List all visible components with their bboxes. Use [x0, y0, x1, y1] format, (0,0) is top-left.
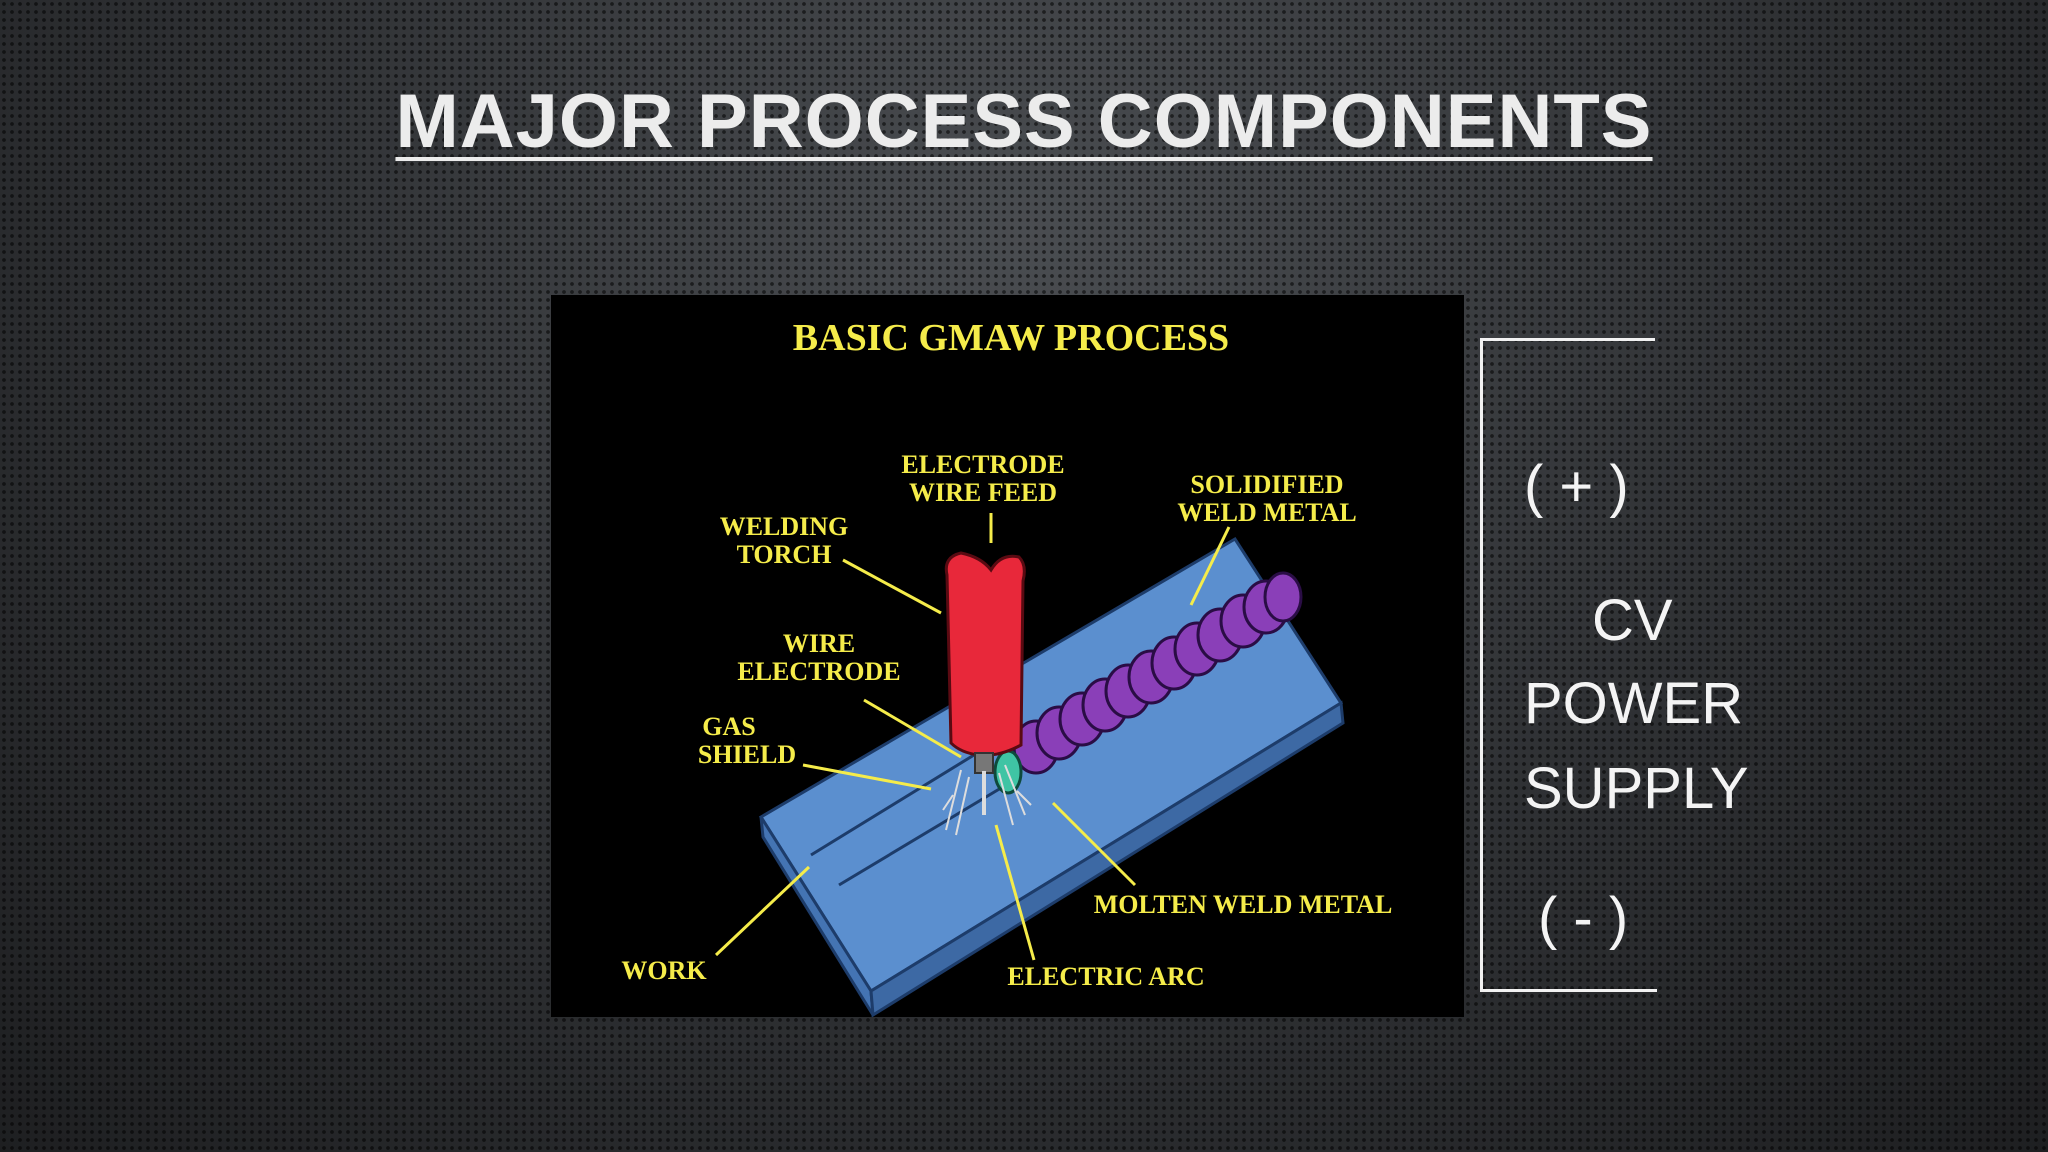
gmaw-diagram-svg: BASIC GMAW PROCESS: [621, 317, 1392, 1017]
bracket-top-line: [1483, 338, 1655, 341]
label-molten-weld-metal: MOLTEN WELD METAL: [1094, 890, 1393, 919]
positive-terminal: ( + ): [1524, 454, 1629, 519]
gas-shield-lines: [942, 764, 1032, 836]
label-wire-electrode-1: WIRE: [783, 629, 855, 658]
slide-title: MAJOR PROCESS COMPONENTS: [0, 78, 2048, 165]
diagram-heading: BASIC GMAW PROCESS: [793, 317, 1229, 359]
bracket-bottom-line: [1483, 989, 1657, 992]
label-work: WORK: [621, 956, 707, 985]
slide-title-text: MAJOR PROCESS COMPONENTS: [395, 79, 1653, 164]
power-supply-line-power: POWER: [1524, 671, 1744, 736]
power-supply-line-supply: SUPPLY: [1524, 756, 1749, 821]
label-welding-torch-1: WELDING: [720, 512, 849, 541]
welding-torch: [944, 551, 1026, 774]
negative-terminal: ( - ): [1538, 886, 1629, 951]
label-gas-shield-2: SHIELD: [698, 740, 796, 769]
power-supply-bracket: [1480, 338, 1657, 992]
label-wire-electrode-2: ELECTRODE: [737, 657, 900, 686]
label-electric-arc: ELECTRIC ARC: [1007, 962, 1204, 991]
label-solidified-2: WELD METAL: [1177, 498, 1356, 527]
label-welding-torch-2: TORCH: [737, 540, 832, 569]
power-supply-line-cv: CV: [1592, 588, 1673, 653]
leader-lines: [714, 513, 1231, 961]
label-gas-shield-1: GAS: [702, 712, 755, 741]
label-electrode-wire-feed-1: ELECTRODE: [901, 450, 1064, 479]
gmaw-diagram: BASIC GMAW PROCESS: [551, 295, 1464, 1017]
label-electrode-wire-feed-2: WIRE FEED: [909, 478, 1057, 507]
label-solidified-1: SOLIDIFIED: [1190, 470, 1343, 499]
weld-bead: [1012, 571, 1303, 775]
diagram-labels: ELECTRODE WIRE FEED WELDING TORCH SOLIDI…: [621, 450, 1392, 991]
